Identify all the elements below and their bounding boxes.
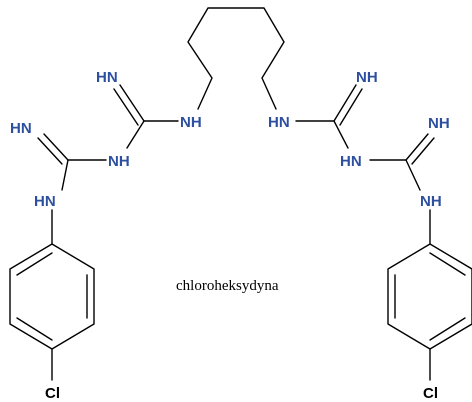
right-ring-inner-double-3 bbox=[429, 317, 466, 341]
hexamethylene-chain-bonds bbox=[187, 7, 285, 110]
bond-left-inner-imine-double-b bbox=[113, 88, 139, 126]
atom-label-upper-right-imine: NH bbox=[356, 69, 378, 86]
right-ring-inner-double-2 bbox=[429, 252, 466, 276]
atom-label-right-bridge-hn: HN bbox=[340, 153, 362, 170]
bond-right-outer-imine-double-b bbox=[411, 137, 435, 165]
atom-label-right-imine: NH bbox=[428, 115, 450, 132]
bond-right-inner-carbon-to-bridge-n bbox=[333, 120, 349, 149]
left-ring-inner-double-2 bbox=[16, 317, 53, 341]
bond-left-inner-carbon-to-bridge-n bbox=[126, 120, 145, 149]
right-benzene-ring bbox=[387, 243, 472, 350]
bond-left-outer-carbon-to-aryl-n bbox=[61, 159, 69, 191]
bond-right-outer-imine-double-a bbox=[405, 133, 429, 161]
bond-right-outer-carbon-to-aryl-n bbox=[405, 159, 421, 191]
left-benzene-ring bbox=[9, 243, 95, 350]
atom-label-left-aryl-hn: HN bbox=[34, 193, 56, 210]
bond-right-inner-imine-double-a bbox=[333, 84, 357, 122]
atom-label-left-chain-nh: NH bbox=[180, 114, 202, 131]
atom-label-upper-left-imine: HN bbox=[96, 69, 118, 86]
atom-label-right-aryl-nh: NH bbox=[420, 193, 442, 210]
compound-name: chloroheksydyna bbox=[176, 278, 279, 294]
atom-label-right-chain-hn: HN bbox=[268, 114, 290, 131]
atom-label-left-imine: HN bbox=[10, 120, 32, 137]
atom-label-right-chlorine: Cl bbox=[423, 385, 438, 402]
bond-left-outer-imine-double-a bbox=[43, 133, 69, 161]
atom-label-left-bridge-nh: NH bbox=[108, 153, 130, 170]
left-ring-inner-double-3 bbox=[16, 252, 53, 276]
bond-left-inner-imine-double-a bbox=[119, 84, 145, 122]
bond-left-outer-imine-double-b bbox=[37, 137, 63, 165]
atom-label-left-chlorine: Cl bbox=[45, 385, 60, 402]
bond-right-inner-imine-double-b bbox=[339, 88, 363, 126]
